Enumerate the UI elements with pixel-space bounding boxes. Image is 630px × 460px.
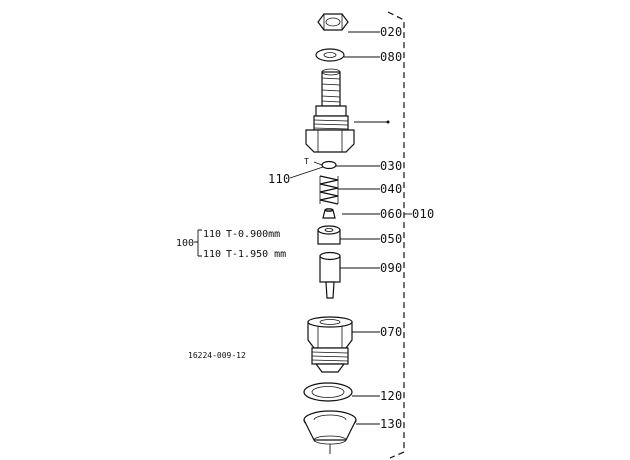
callout-080: 080 [380, 50, 403, 64]
callout-t-mark: T [304, 157, 309, 166]
shim-row1-spec: T-0.900mm [226, 229, 280, 240]
shim-group-number: 100 [176, 238, 194, 249]
assembly-bracket-010 [387, 11, 405, 459]
part-030-shim [289, 160, 380, 179]
callout-010: 010 [412, 207, 435, 221]
part-050-distance-piece [317, 225, 380, 245]
drawing-number: 16224-009-12 [188, 351, 246, 360]
callout-040: 040 [380, 182, 403, 196]
callout-090: 090 [380, 261, 403, 275]
shim-row1-part: 110 [203, 229, 221, 240]
part-090-nozzle [319, 251, 380, 299]
callout-060: 060 [380, 207, 403, 221]
part-070-nozzle-nut [307, 316, 380, 373]
callout-020: 020 [380, 25, 403, 39]
callout-110: 110 [268, 172, 291, 186]
part-040-spring [319, 175, 380, 205]
callout-120: 120 [380, 389, 403, 403]
part-060-pin [322, 208, 380, 219]
part-120-gasket [303, 382, 380, 402]
callout-030: 030 [380, 159, 403, 173]
part-nozzle-holder-body [305, 68, 390, 153]
callout-070: 070 [380, 325, 403, 339]
callout-050: 050 [380, 232, 403, 246]
shim-thickness-table: 100 110 T-0.900mm 110 T-1.950 mm [176, 229, 286, 260]
part-130-heat-shield [303, 410, 380, 454]
shim-row2-part: 110 [203, 249, 221, 260]
shim-row2-spec: T-1.950 mm [226, 249, 286, 260]
part-080-washer [315, 48, 380, 62]
callout-130: 130 [380, 417, 403, 431]
part-020-nut [317, 13, 380, 33]
